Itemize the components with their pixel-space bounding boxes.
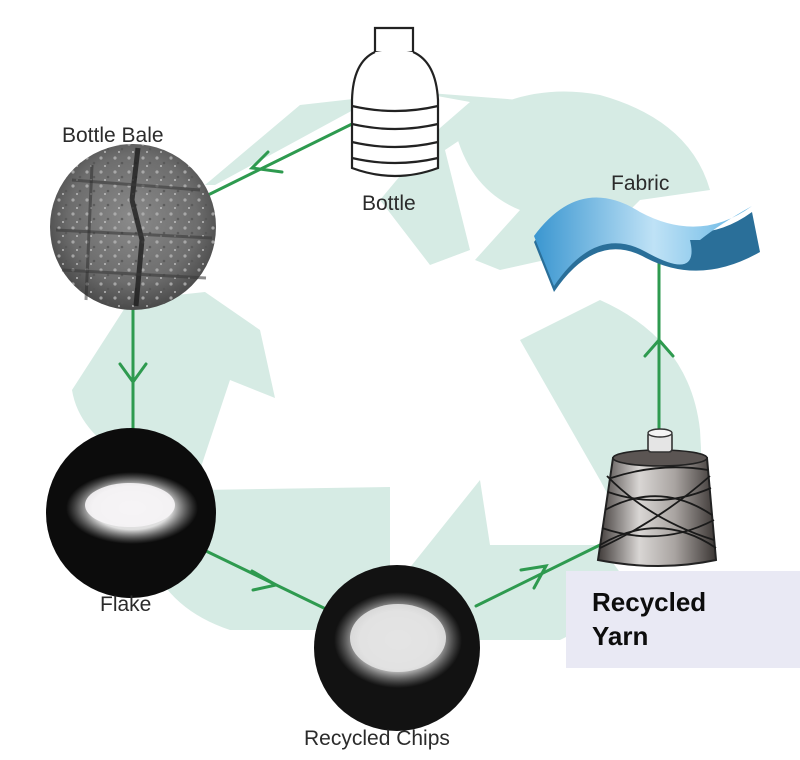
- label-bottle-top: Bottle: [362, 192, 416, 215]
- recycle-arrow-top-right: [455, 91, 710, 271]
- fabric-sheet-icon: [534, 197, 760, 292]
- recycle-arrow-top: [205, 90, 520, 265]
- recycled-yarn-label-box: Recycled Yarn: [566, 571, 800, 668]
- arrow-flake-to-chips: [204, 549, 332, 613]
- bottle-bale-image: [50, 144, 216, 310]
- plastic-bottle-icon: [350, 26, 440, 178]
- arrow-yarn-to-fabric: [643, 258, 675, 430]
- label-recycled-yarn: Recycled Yarn: [592, 587, 707, 651]
- recycle-arrow-left: [72, 292, 275, 470]
- label-bottle: Bottle Bale: [62, 124, 164, 147]
- label-flake: Flake: [100, 593, 152, 616]
- arrow-bottle-to-bale: [204, 122, 354, 198]
- arrow-bale-to-flake: [118, 306, 148, 440]
- flake-image: [46, 428, 216, 598]
- arrow-chips-to-yarn: [474, 542, 604, 608]
- recycled-chips-image: [314, 565, 480, 731]
- label-recycled-chips: Recycled Chips: [304, 727, 450, 750]
- yarn-cone-icon: [596, 428, 718, 567]
- label-fabric: Fabric: [611, 172, 670, 195]
